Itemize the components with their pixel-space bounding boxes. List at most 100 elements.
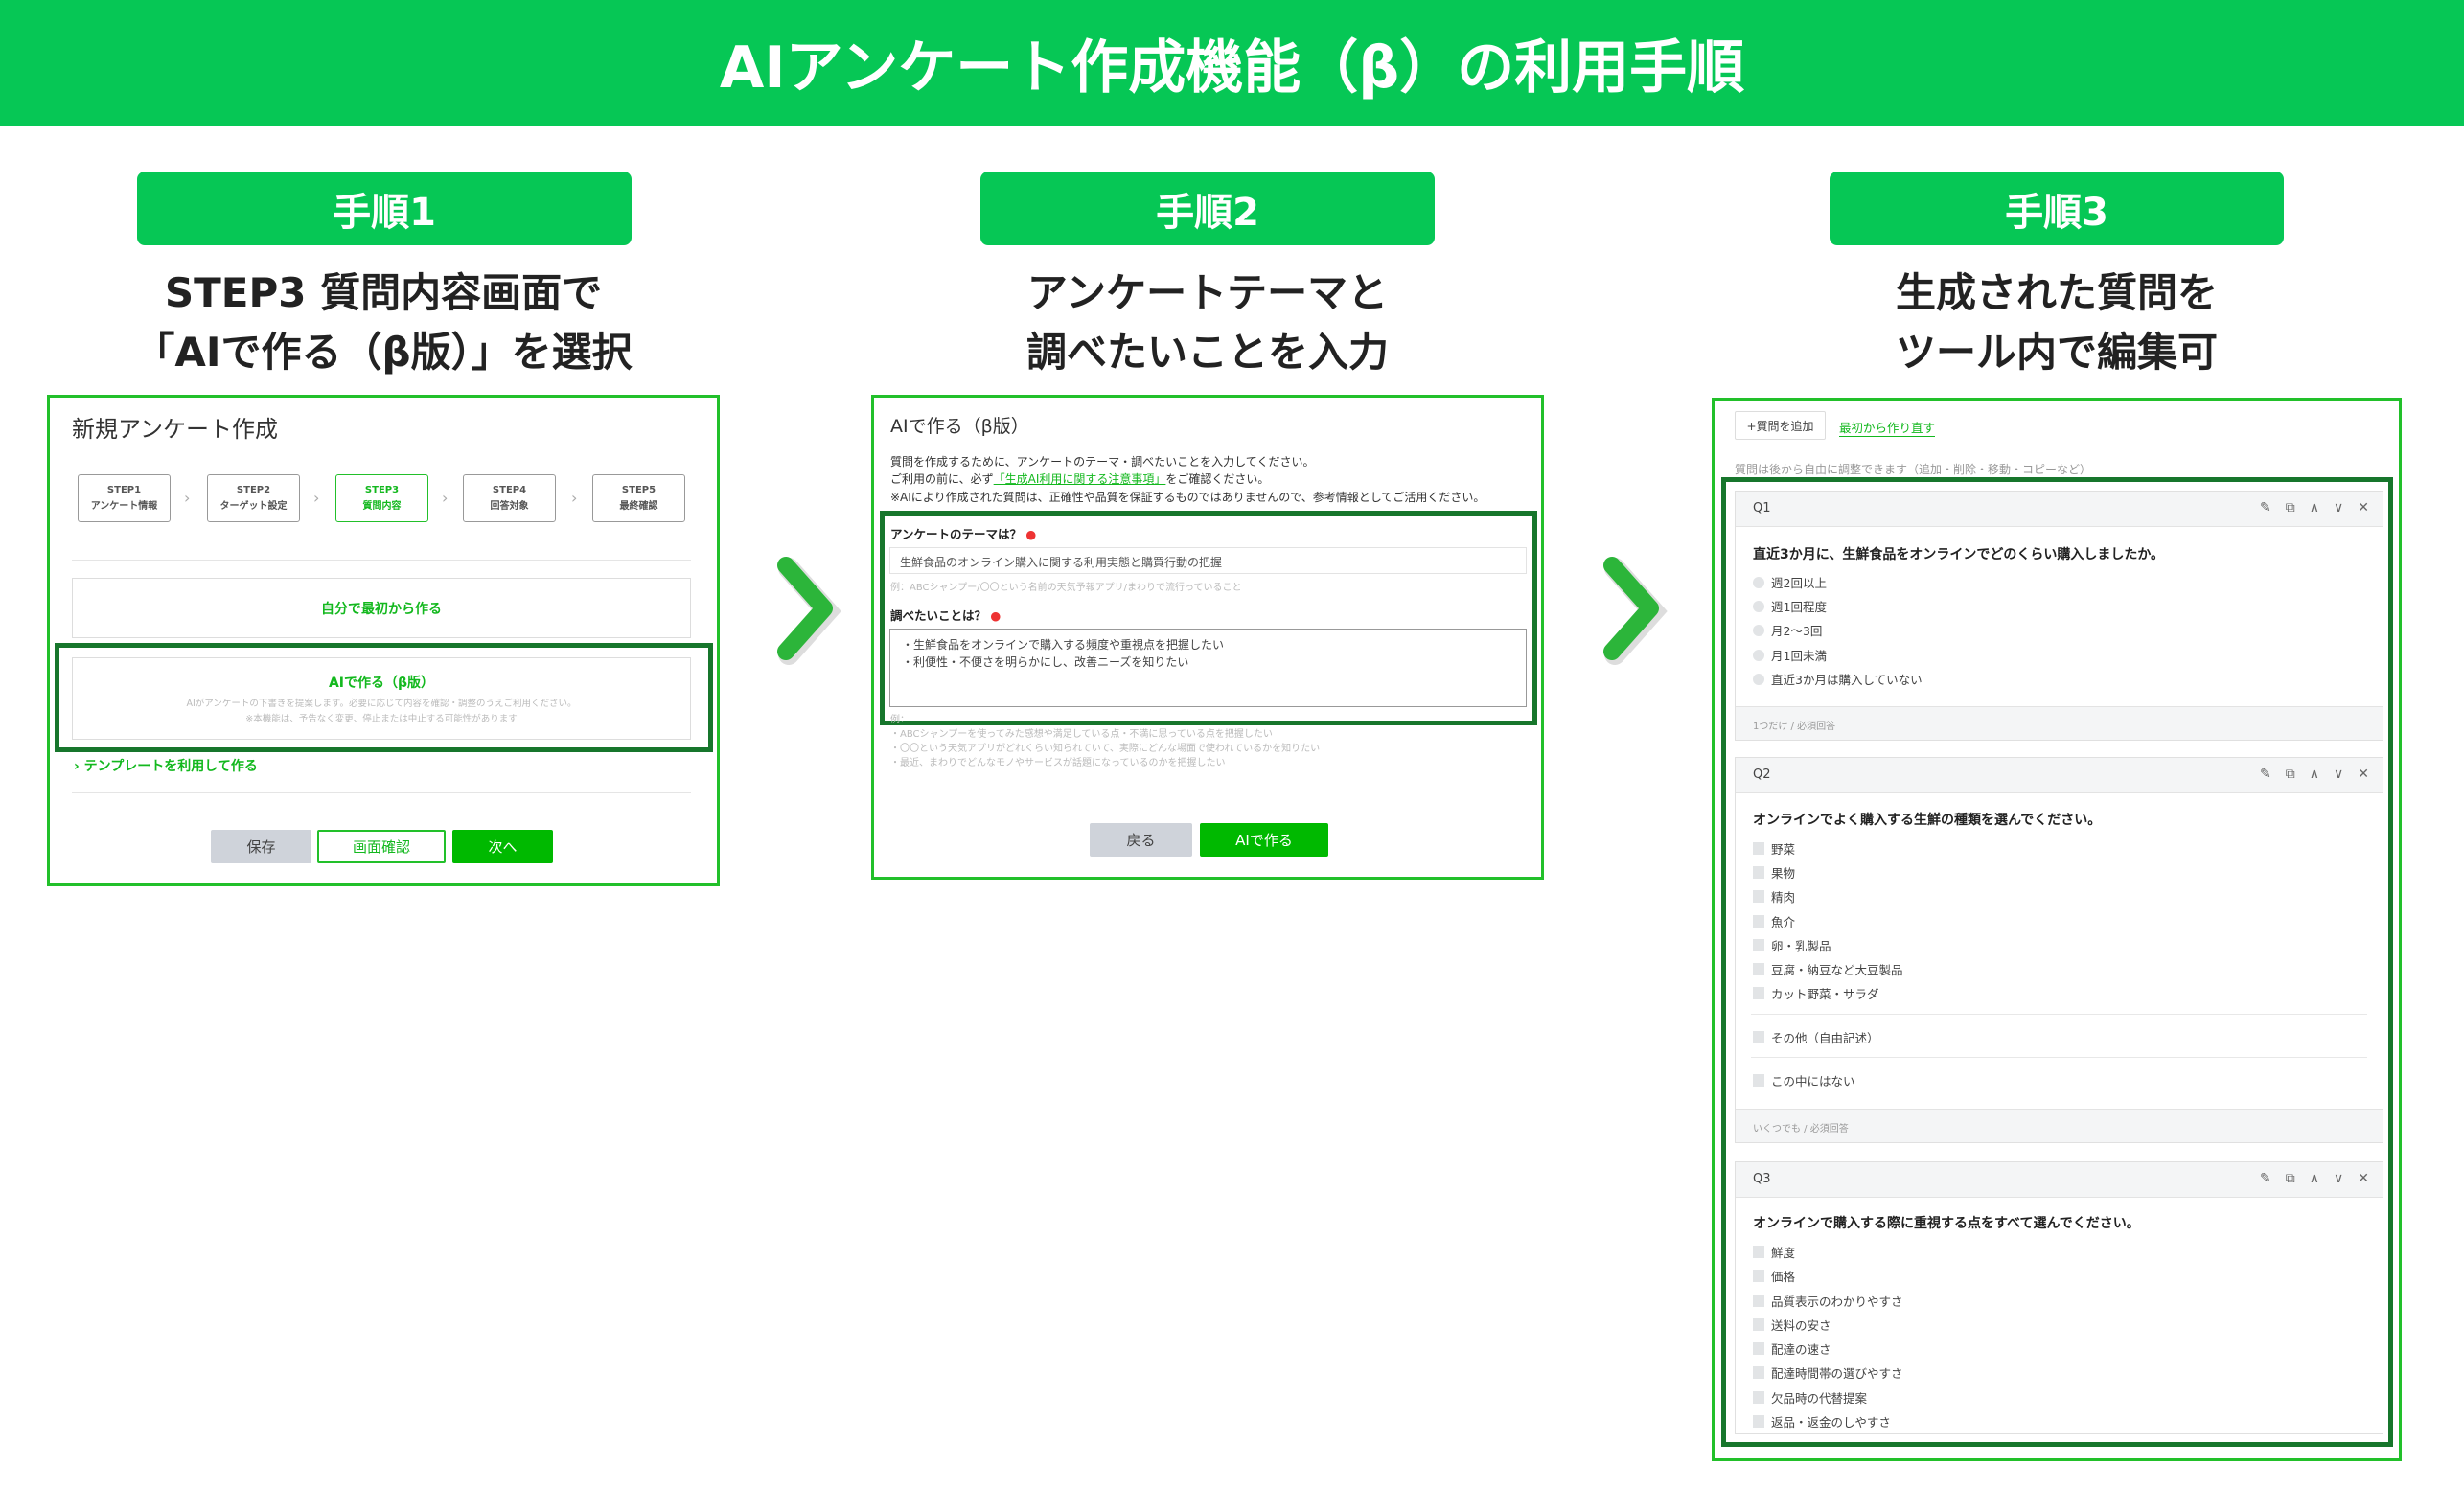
answer-option[interactable]: カット野菜・サラダ bbox=[1753, 984, 1879, 1002]
copy-icon[interactable]: ⧉ bbox=[2285, 767, 2295, 782]
disclaimer: ※AIにより作成された質問は、正確性や品質を保証するものではありませんので、参考… bbox=[890, 491, 1485, 504]
checkbox[interactable] bbox=[1753, 963, 1764, 975]
answer-option[interactable]: 欠品時の代替提案 bbox=[1753, 1388, 1867, 1407]
restart-link[interactable]: 最初から作り直す bbox=[1839, 418, 1936, 437]
checkbox[interactable] bbox=[1753, 1415, 1764, 1428]
answer-option[interactable]: 卵・乳製品 bbox=[1753, 936, 1831, 954]
save-button[interactable]: 保存 bbox=[211, 830, 311, 863]
checkbox[interactable] bbox=[1753, 1270, 1764, 1282]
generate-with-ai-button[interactable]: AIで作る bbox=[1200, 823, 1328, 857]
answer-option[interactable]: 配達の速さ bbox=[1753, 1340, 1831, 1358]
option-label: この中にはない bbox=[1771, 1074, 1855, 1089]
option-label: 果物 bbox=[1771, 866, 1796, 881]
back-button[interactable]: 戻る bbox=[1090, 823, 1192, 857]
theme-input[interactable]: 生鮮食品のオンライン購入に関する利用実態と購買行動の把握 bbox=[889, 547, 1527, 574]
checkbox[interactable] bbox=[1753, 915, 1764, 928]
checkbox[interactable] bbox=[1753, 1031, 1764, 1043]
answer-option[interactable]: 豆腐・納豆など大豆製品 bbox=[1753, 960, 1903, 978]
edit-note: 質問は後から自由に調整できます（追加・削除・移動・コピーなど） bbox=[1735, 463, 2092, 476]
chevron-down-icon[interactable]: ∨ bbox=[2334, 500, 2344, 516]
question-number: Q1 bbox=[1753, 501, 1771, 516]
option-label: 精肉 bbox=[1771, 890, 1796, 905]
next-button[interactable]: 次へ bbox=[452, 830, 553, 863]
preview-button[interactable]: 画面確認 bbox=[317, 830, 446, 863]
radio-button[interactable] bbox=[1753, 649, 1764, 661]
question-card-header: Q1 ✎ ⧉ ∧ ∨ ✕ bbox=[1736, 492, 2383, 527]
question-footer: 1つだけ / 必須回答 bbox=[1736, 706, 2383, 740]
answer-option[interactable]: 野菜 bbox=[1753, 839, 1795, 858]
close-icon[interactable]: ✕ bbox=[2358, 767, 2369, 782]
step-line: STEP3 質問内容画面で bbox=[164, 269, 603, 316]
research-textarea[interactable]: ・生鮮食品をオンラインで購入する頻度や重視点を把握したい ・利便性・不便さを明ら… bbox=[889, 629, 1527, 707]
close-icon[interactable]: ✕ bbox=[2358, 500, 2369, 516]
step-number: STEP3 bbox=[364, 485, 400, 495]
checkbox[interactable] bbox=[1753, 987, 1764, 999]
caution-link[interactable]: 「生成AI利用に関する注意事項」 bbox=[993, 472, 1166, 486]
checkbox[interactable] bbox=[1753, 866, 1764, 879]
copy-icon[interactable]: ⧉ bbox=[2285, 1171, 2295, 1186]
close-icon[interactable]: ✕ bbox=[2358, 1171, 2369, 1186]
checkbox[interactable] bbox=[1753, 1342, 1764, 1355]
radio-button[interactable] bbox=[1753, 600, 1764, 612]
chevron-right-icon: › bbox=[313, 489, 320, 507]
template-link[interactable]: › テンプレートを利用して作る bbox=[74, 756, 258, 775]
answer-option[interactable]: この中にはない bbox=[1753, 1071, 1855, 1089]
question-card: Q2✎⧉∧∨✕オンラインでよく購入する生鮮の種類を選んでください。野菜果物精肉魚… bbox=[1735, 757, 2383, 1143]
question-card: Q1✎⧉∧∨✕直近3か月に、生鮮食品をオンラインでどのくらい購入しましたか。週2… bbox=[1735, 491, 2383, 741]
answer-option[interactable]: 送料の安さ bbox=[1753, 1316, 1831, 1334]
checkbox[interactable] bbox=[1753, 1366, 1764, 1379]
chevron-up-icon[interactable]: ∧ bbox=[2309, 500, 2320, 516]
answer-option[interactable]: 月2〜3回 bbox=[1753, 621, 1822, 639]
chevron-down-icon[interactable]: ∨ bbox=[2334, 1171, 2344, 1186]
radio-button[interactable] bbox=[1753, 673, 1764, 685]
answer-option[interactable]: 鮮度 bbox=[1753, 1243, 1795, 1261]
step-badge-3: 手順3 bbox=[1830, 172, 2284, 245]
edit-icon[interactable]: ✎ bbox=[2260, 500, 2271, 516]
answer-option[interactable]: 返品・返金のしやすさ bbox=[1753, 1412, 1891, 1431]
checkbox[interactable] bbox=[1753, 890, 1764, 903]
option-label: 鮮度 bbox=[1771, 1246, 1796, 1260]
radio-button[interactable] bbox=[1753, 576, 1764, 588]
copy-icon[interactable]: ⧉ bbox=[2285, 500, 2295, 516]
checkbox[interactable] bbox=[1753, 842, 1764, 855]
radio-button[interactable] bbox=[1753, 624, 1764, 636]
answer-option[interactable]: 直近3か月は購入していない bbox=[1753, 670, 1923, 688]
research-hint: ・最近、まわりでどんなモノやサービスが話題になっているのかを把握したい bbox=[890, 758, 1226, 768]
answer-option[interactable]: 月1回未満 bbox=[1753, 646, 1827, 664]
step-description-1: STEP3 質問内容画面で「AIで作る（β版）」を選択 bbox=[48, 264, 719, 382]
add-question-button[interactable]: +質問を追加 bbox=[1735, 411, 1826, 440]
answer-option[interactable]: 価格 bbox=[1753, 1267, 1795, 1285]
answer-option[interactable]: 配達時間帯の選びやすさ bbox=[1753, 1364, 1903, 1382]
checkbox[interactable] bbox=[1753, 1295, 1764, 1307]
research-label: 調べたいことは？ ● bbox=[890, 606, 1001, 624]
answer-option[interactable]: 週2回以上 bbox=[1753, 573, 1827, 591]
chevron-up-icon[interactable]: ∧ bbox=[2309, 1171, 2320, 1186]
edit-icon[interactable]: ✎ bbox=[2260, 767, 2271, 782]
checkbox[interactable] bbox=[1753, 1074, 1764, 1087]
checkbox[interactable] bbox=[1753, 1318, 1764, 1331]
answer-option[interactable]: 果物 bbox=[1753, 863, 1795, 882]
chevron-up-icon[interactable]: ∧ bbox=[2309, 767, 2320, 782]
create-from-scratch-option[interactable]: 自分で最初から作る bbox=[72, 578, 691, 638]
text: をご確認ください。 bbox=[1165, 472, 1270, 486]
answer-option[interactable]: 魚介 bbox=[1753, 912, 1795, 930]
option-label: 返品・返金のしやすさ bbox=[1771, 1415, 1891, 1430]
answer-option[interactable]: 週1回程度 bbox=[1753, 597, 1827, 615]
checkbox[interactable] bbox=[1753, 939, 1764, 951]
checkbox[interactable] bbox=[1753, 1246, 1764, 1258]
checkbox[interactable] bbox=[1753, 1391, 1764, 1404]
edit-icon[interactable]: ✎ bbox=[2260, 1171, 2271, 1186]
screen-title: AIで作る（β版） bbox=[890, 416, 1029, 437]
option-label: 月2〜3回 bbox=[1771, 624, 1823, 638]
answer-option[interactable]: その他（自由記述） bbox=[1753, 1028, 1879, 1046]
option-label: カット野菜・サラダ bbox=[1771, 987, 1879, 1001]
answer-option[interactable]: 品質表示のわかりやすさ bbox=[1753, 1292, 1903, 1310]
chevron-down-icon[interactable]: ∨ bbox=[2334, 767, 2344, 782]
answer-option[interactable]: 精肉 bbox=[1753, 887, 1795, 905]
create-with-ai-option[interactable]: AIで作る（β版） AIがアンケートの下書きを提案します。必要に応じて内容を確認… bbox=[72, 657, 691, 740]
